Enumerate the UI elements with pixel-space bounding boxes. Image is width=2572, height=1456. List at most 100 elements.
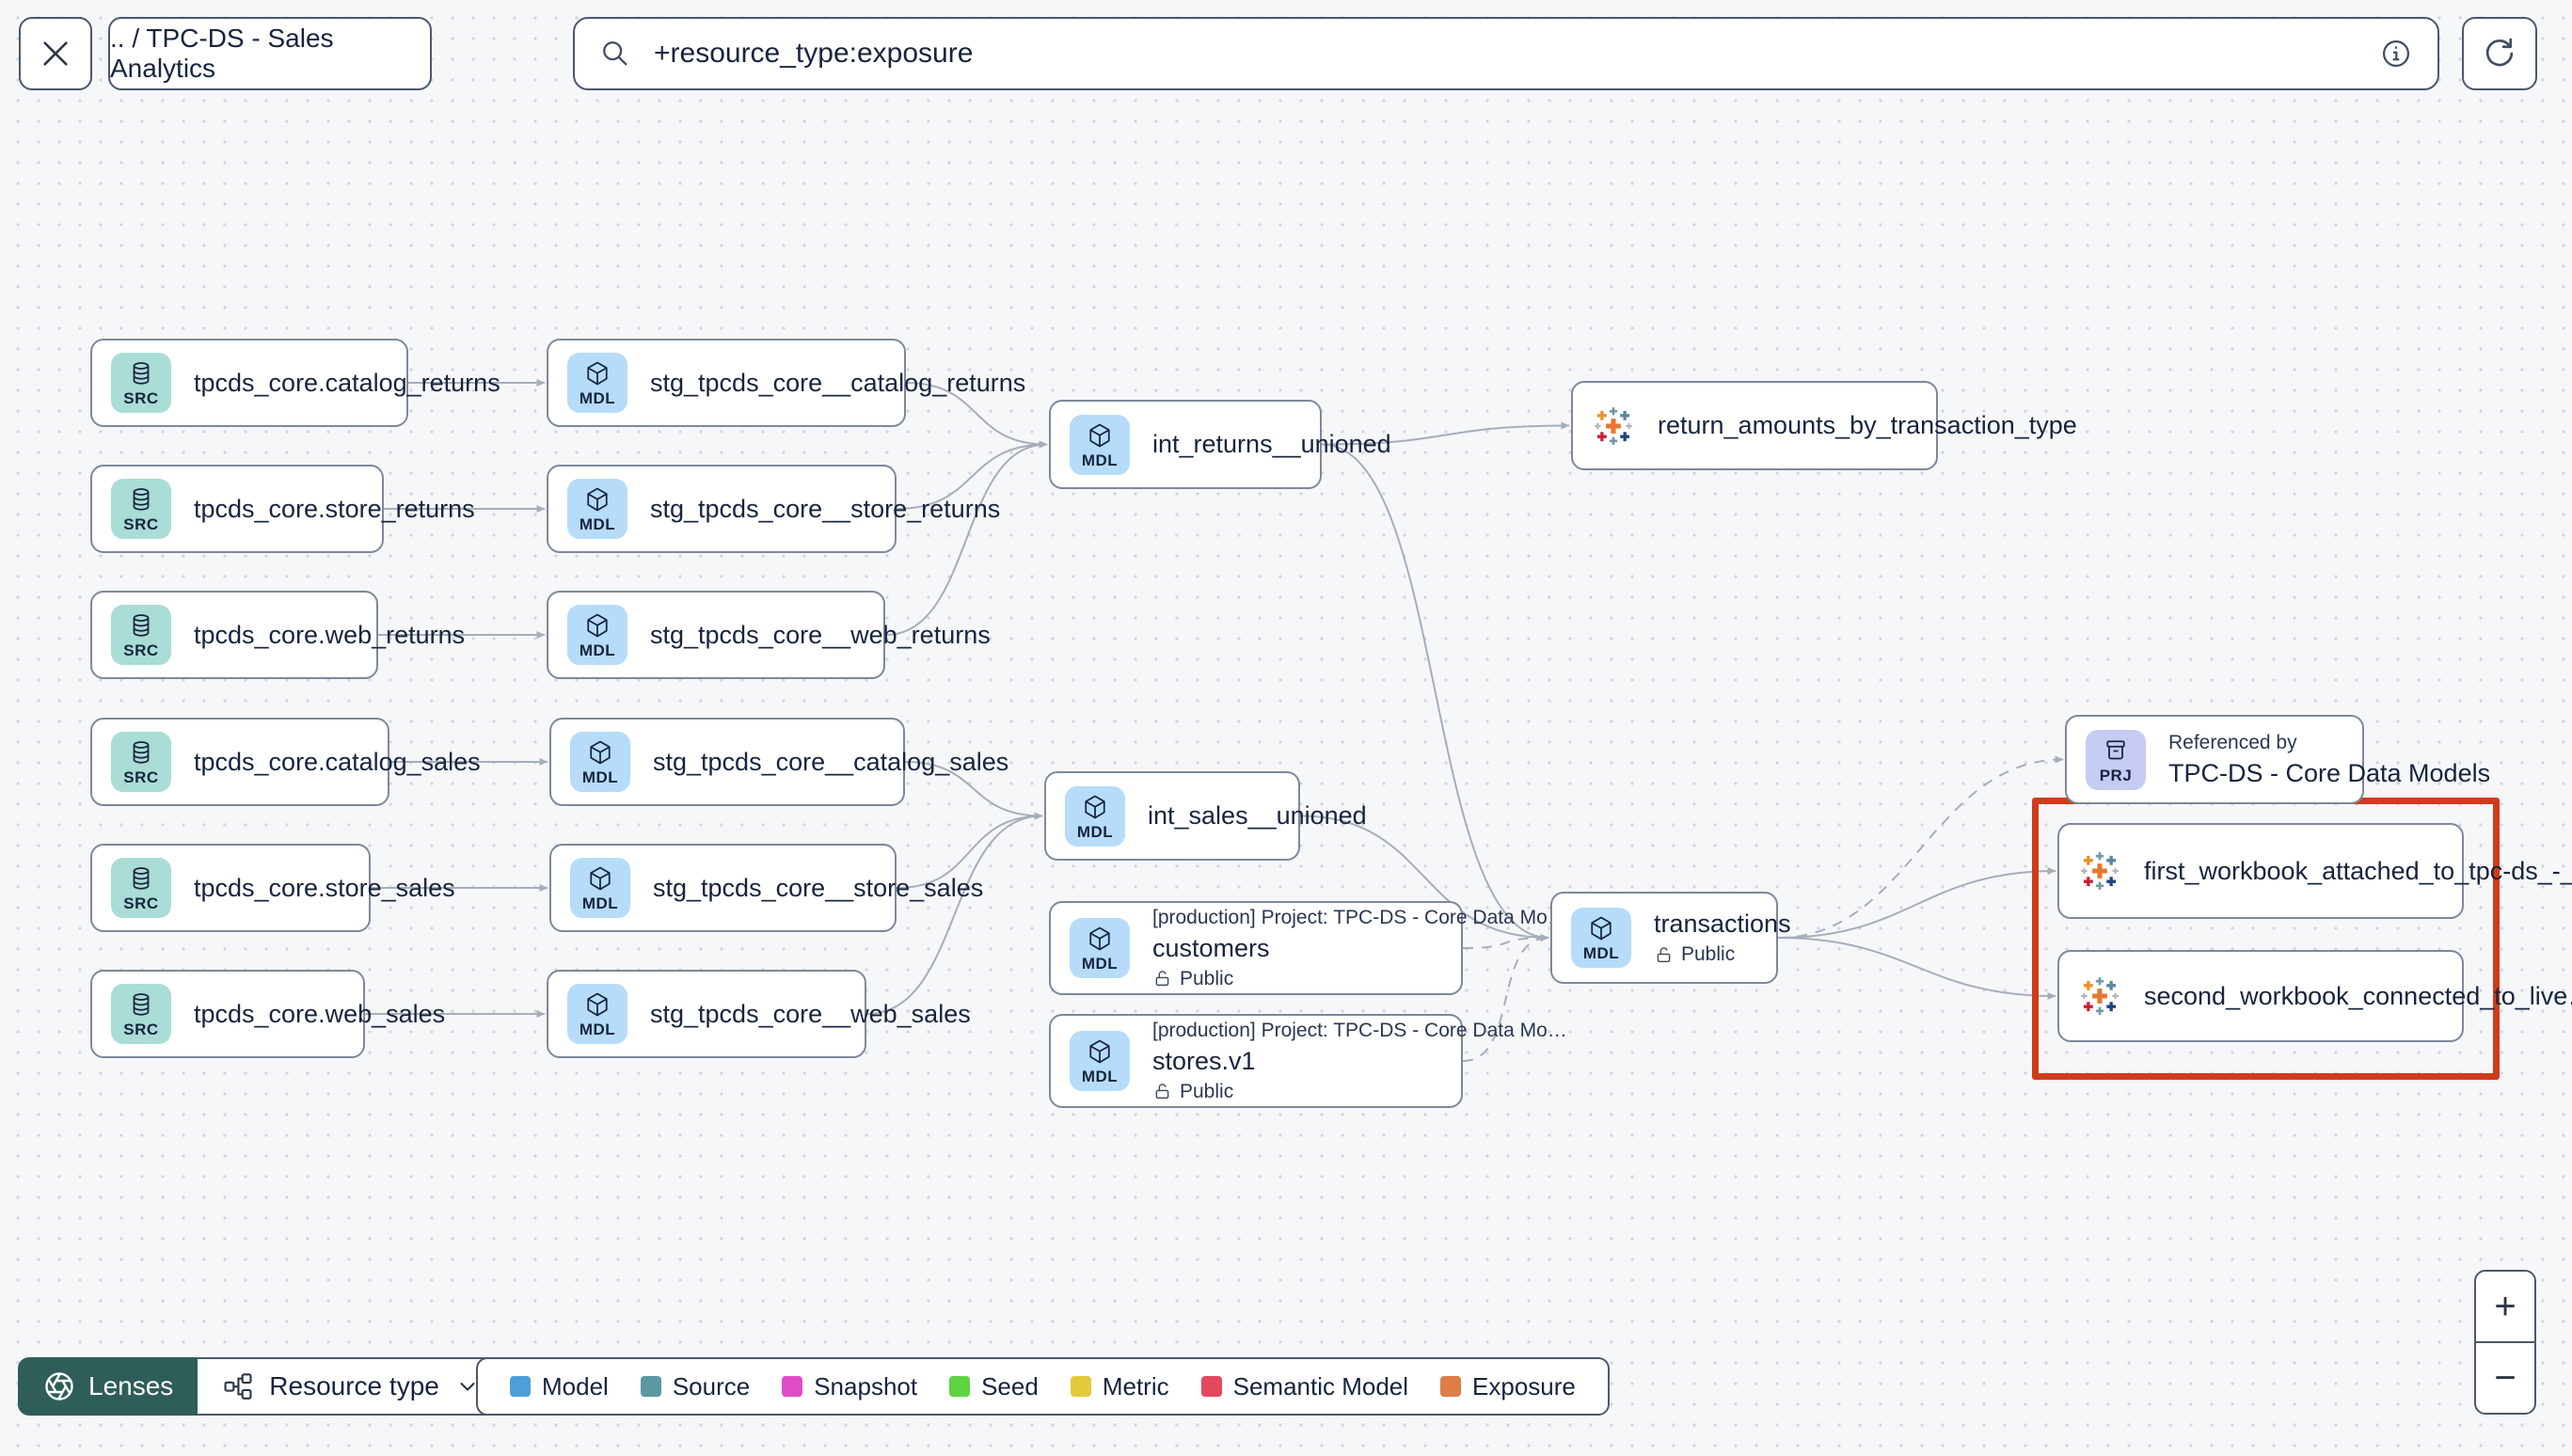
lens-aperture-icon: [45, 1372, 73, 1401]
badge-label: PRJ: [2099, 766, 2133, 784]
node-label: tpcds_core.web_returns: [194, 620, 466, 649]
unlock-icon: [1657, 946, 1671, 962]
model-badge-icon: MDL: [567, 984, 627, 1044]
badge-label: SRC: [123, 1021, 159, 1038]
badge-label: SRC: [123, 389, 159, 407]
badge-label: MDL: [579, 641, 616, 659]
node-label: stores.v1: [1152, 1046, 1256, 1075]
badge-label: MDL: [579, 1021, 616, 1038]
source-badge-icon: SRC: [111, 732, 171, 792]
node-label: stg_tpcds_core__store_returns: [650, 494, 1001, 523]
badge-label: SRC: [123, 515, 159, 533]
close-button[interactable]: [19, 17, 92, 90]
search-input[interactable]: [652, 37, 2379, 71]
lenses-button[interactable]: Lenses: [18, 1357, 198, 1416]
access-label: Public: [1180, 967, 1234, 989]
node-stg_catalog_sales[interactable]: MDL stg_tpcds_core__catalog_sales: [549, 718, 1009, 806]
node-return_amounts[interactable]: return_amounts_by_transaction_type: [1571, 381, 2077, 470]
node-stg_web_returns[interactable]: MDL stg_tpcds_core__web_returns: [547, 591, 991, 679]
node-label: tpcds_core.web_sales: [194, 999, 446, 1028]
resource-type-icon: [224, 1373, 252, 1400]
badge-label: MDL: [579, 389, 616, 407]
edge-stg_store_returns-to-int_returns: [896, 440, 1048, 510]
access-badge: Public: [1152, 1081, 1437, 1103]
model-badge-icon: MDL: [1070, 918, 1130, 978]
refresh-icon: [2485, 38, 2514, 67]
node-label: tpcds_core.catalog_sales: [194, 747, 481, 776]
source-badge-icon: SRC: [111, 858, 171, 918]
search-bar[interactable]: [573, 17, 2439, 90]
node-label: int_returns__unioned: [1152, 430, 1391, 458]
edge-transactions-to-prj: [1777, 755, 2064, 939]
node-label: int_sales__unioned: [1148, 801, 1367, 830]
close-icon: [43, 41, 68, 66]
resource-type-dropdown[interactable]: Resource type: [198, 1357, 507, 1416]
zoom-out-button[interactable]: −: [2494, 1356, 2516, 1399]
breadcrumb[interactable]: .. / TPC-DS - Sales Analytics: [108, 17, 432, 90]
node-stg_store_returns[interactable]: MDL stg_tpcds_core__store_returns: [547, 465, 1001, 553]
legend-label: Seed: [981, 1371, 1039, 1401]
node-stg_catalog_returns[interactable]: MDL stg_tpcds_core__catalog_returns: [547, 339, 1026, 427]
legend-label: Metric: [1102, 1371, 1169, 1401]
node-src_catalog_returns[interactable]: SRC tpcds_core.catalog_returns: [90, 339, 500, 427]
unlock-icon: [1155, 1084, 1169, 1100]
node-second_workbook[interactable]: second_workbook_connected_to_live…: [2057, 950, 2572, 1042]
model-badge-icon: MDL: [1571, 908, 1631, 968]
edge-int_returns-to-transactions: [1321, 443, 1549, 942]
resource-type-label: Resource type: [269, 1371, 439, 1401]
access-badge: Public: [1152, 968, 1437, 990]
legend-swatch: [640, 1376, 661, 1397]
edge-stg_web_sales-to-int_sales: [865, 812, 1043, 1015]
node-stores[interactable]: MDL[production] Project: TPC-DS - Core D…: [1049, 1014, 1567, 1108]
legend-item-semantic-model: Semantic Model: [1200, 1371, 1409, 1401]
unlock-icon: [1155, 971, 1169, 987]
node-label: stg_tpcds_core__web_returns: [650, 620, 991, 649]
node-label: return_amounts_by_transaction_type: [1658, 411, 2077, 439]
node-src_web_returns[interactable]: SRC tpcds_core.web_returns: [90, 591, 466, 679]
node-label: TPC-DS - Core Data Models: [2168, 758, 2491, 787]
node-label: stg_tpcds_core__catalog_sales: [653, 747, 1009, 776]
breadcrumb-label: .. / TPC-DS - Sales Analytics: [110, 24, 334, 83]
badge-label: MDL: [581, 894, 619, 912]
info-icon[interactable]: [2379, 37, 2413, 71]
badge-label: SRC: [123, 894, 159, 912]
node-label: tpcds_core.catalog_returns: [194, 368, 500, 397]
node-customers[interactable]: MDL [production] Project: TPC-DS - Core D…: [1049, 901, 1567, 995]
model-badge-icon: MDL: [567, 353, 627, 413]
legend-label: Semantic Model: [1232, 1371, 1409, 1401]
tableau-icon: [1595, 406, 1632, 445]
node-label: stg_tpcds_core__catalog_returns: [650, 368, 1026, 397]
legend-item-model: Model: [510, 1372, 609, 1401]
legend-swatch: [1440, 1376, 1462, 1397]
node-src_catalog_sales[interactable]: SRC tpcds_core.catalog_sales: [90, 718, 481, 806]
search-icon: [603, 41, 627, 66]
zoom-in-button[interactable]: +: [2494, 1285, 2516, 1327]
tableau-icon: [2081, 852, 2119, 890]
legend-swatch: [1200, 1376, 1222, 1397]
source-badge-icon: SRC: [111, 605, 171, 665]
legend-label: Source: [672, 1371, 751, 1401]
legend-swatch: [782, 1376, 803, 1397]
project-badge-icon: PRJ: [2086, 729, 2146, 790]
refresh-button[interactable]: [2462, 17, 2537, 90]
model-badge-icon: MDL: [1070, 1031, 1130, 1091]
node-first_workbook[interactable]: first_workbook_attached_to_tpc-ds_-_…: [2057, 823, 2572, 919]
node-label: customers: [1152, 933, 1270, 962]
badge-label: MDL: [579, 515, 616, 533]
node-project-line: [production] Project: TPC-DS - Core Data…: [1152, 906, 1567, 928]
node-src_web_sales[interactable]: SRC tpcds_core.web_sales: [90, 970, 446, 1058]
model-badge-icon: MDL: [570, 858, 630, 918]
model-badge-icon: MDL: [570, 732, 630, 792]
badge-label: SRC: [123, 768, 159, 786]
